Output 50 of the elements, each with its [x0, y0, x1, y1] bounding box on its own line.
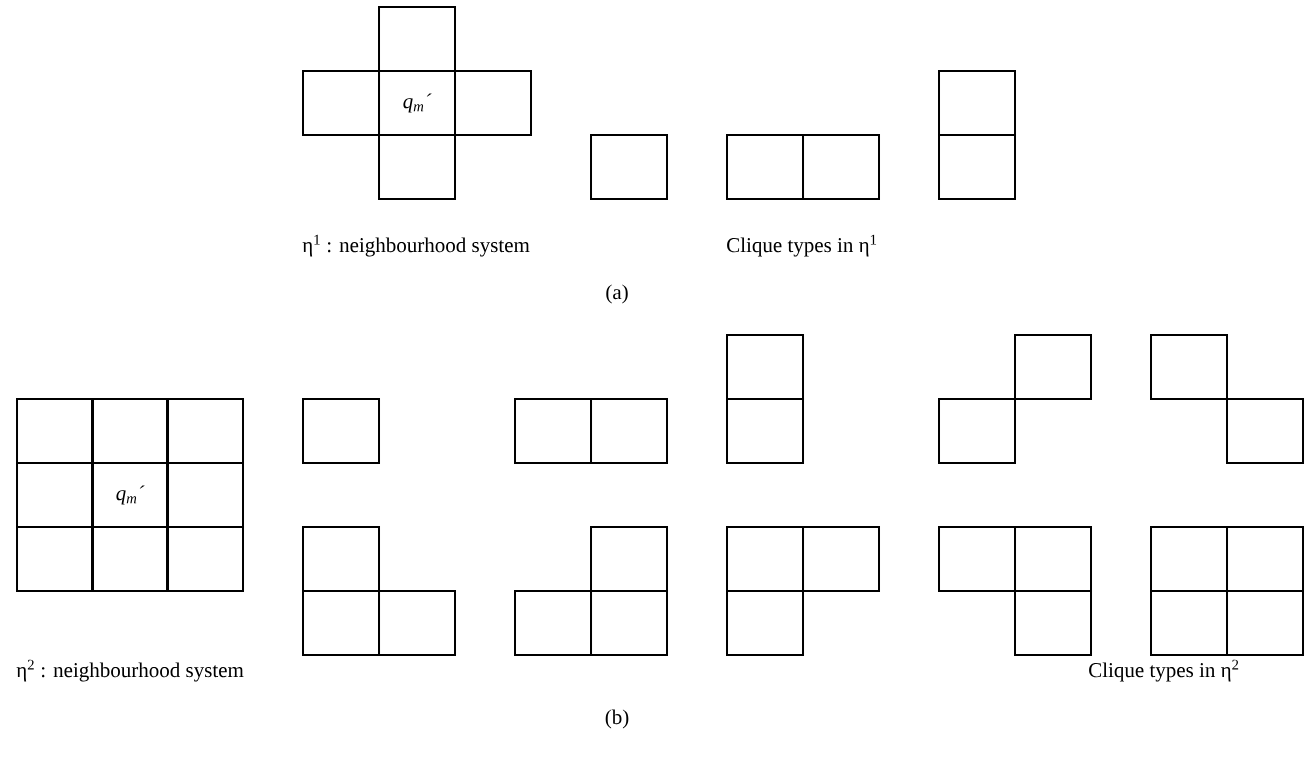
grid-cell: [938, 134, 1016, 200]
grid-cell: [726, 398, 804, 464]
grid-cell: [590, 398, 668, 464]
grid-cell: [802, 526, 880, 592]
grid-cell: [166, 398, 244, 464]
grid-cell: [726, 590, 804, 656]
grid-cell: [590, 134, 668, 200]
grid-cell: [302, 70, 380, 136]
grid-cell: [726, 134, 804, 200]
grid-cell: [1226, 526, 1304, 592]
grid-cell: [91, 398, 169, 464]
grid-cell: [1226, 398, 1304, 464]
grid-cell: [802, 134, 880, 200]
grid-cell: [590, 526, 668, 592]
grid-cell: [378, 6, 456, 72]
grid-cell: [938, 398, 1016, 464]
grid-cell: [91, 526, 169, 592]
grid-cell: [726, 334, 804, 400]
grid-cell: q$_{m}$´: [91, 462, 169, 528]
grid-cell: [1150, 526, 1228, 592]
grid-cell: [514, 398, 592, 464]
grid-cell: [378, 590, 456, 656]
grid-cell: [590, 590, 668, 656]
caption-text: (a): [606, 284, 628, 304]
grid-cell: [938, 70, 1016, 136]
grid-cell: [166, 526, 244, 592]
grid-cell: [302, 526, 380, 592]
grid-cell: [1014, 590, 1092, 656]
caption-text: η$^{2}$ : neighbourhood system: [16, 659, 244, 682]
grid-cell: [514, 590, 592, 656]
grid-cell: [1014, 526, 1092, 592]
grid-cell: [302, 590, 380, 656]
grid-cell: [454, 70, 532, 136]
grid-cell: [1014, 334, 1092, 400]
grid-cell: [938, 526, 1016, 592]
grid-cell: [378, 134, 456, 200]
grid-cell: q$_{m}$´: [378, 70, 456, 136]
grid-cell: [16, 462, 94, 528]
caption-text: η$^{1}$ : neighbourhood system: [302, 234, 530, 257]
grid-cell: [726, 526, 804, 592]
grid-cell: [1226, 590, 1304, 656]
grid-cell: [166, 462, 244, 528]
grid-cell: [302, 398, 380, 464]
grid-cell: [1150, 590, 1228, 656]
caption-text: Clique types in η$^{1}$: [727, 234, 877, 257]
caption-text: (b): [605, 709, 629, 729]
grid-cell: [16, 526, 94, 592]
grid-cell: [1150, 334, 1228, 400]
caption-text: Clique types in η$^{2}$: [1089, 659, 1239, 682]
grid-cell: [16, 398, 94, 464]
